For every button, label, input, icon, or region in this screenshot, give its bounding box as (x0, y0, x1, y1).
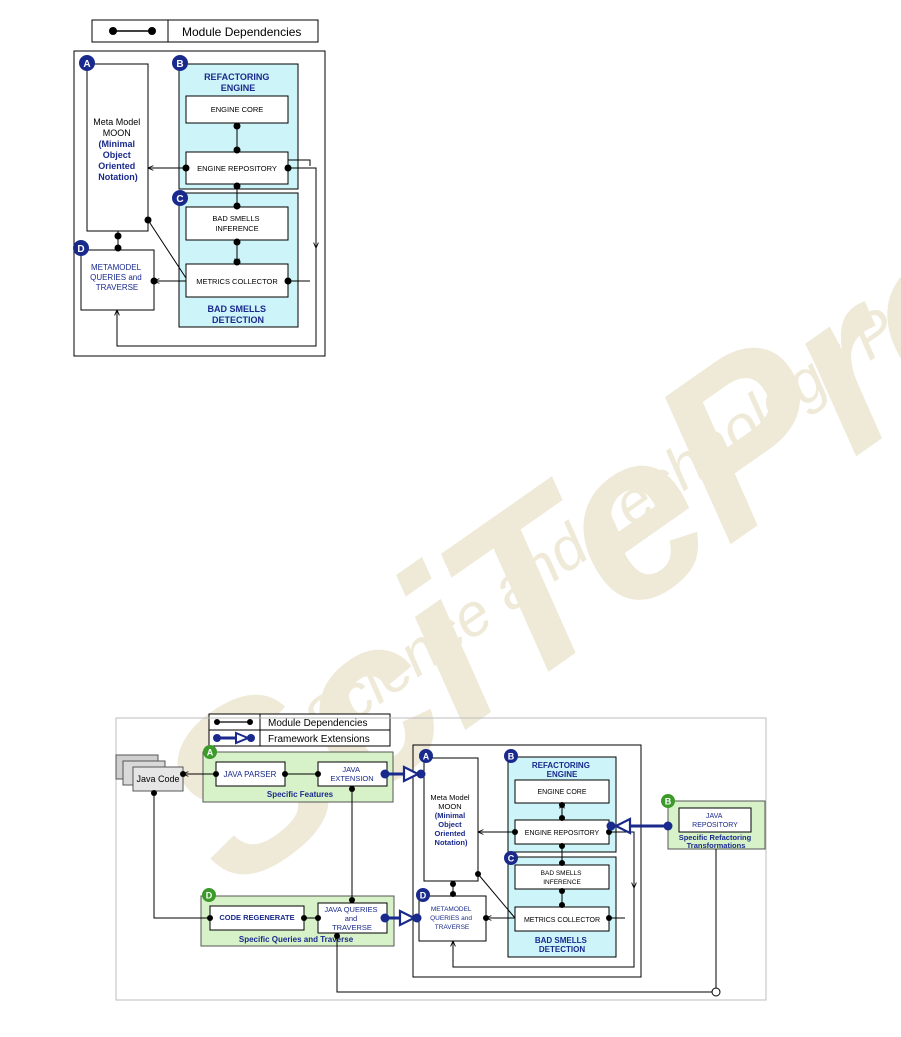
badge-a-top: A (79, 55, 95, 71)
badge-b-top: B (172, 55, 188, 71)
java-code-stack: Java Code (115, 754, 184, 792)
bad-smells-inference-label-bottom: BAD SMELLS INFERENCE (541, 870, 584, 886)
metrics-collector-label-top: METRICS COLLECTOR (196, 277, 278, 286)
meta-model-label-top: Meta Model MOON (Minimal Object Oriented… (93, 117, 143, 182)
metamodel-queries-box-bottom (418, 895, 487, 942)
framework-extensions-bottom (380, 765, 673, 927)
bad-smells-detection-title-bottom: BAD SMELLS DETECTION (535, 936, 589, 954)
java-code-label: Java Code (136, 774, 179, 784)
metrics-collector-label-bottom: METRICS COLLECTOR (524, 917, 600, 924)
svg-text:B: B (508, 752, 515, 762)
java-parser-label: JAVA PARSER (224, 770, 277, 779)
svg-text:D: D (77, 244, 84, 255)
engine-repository-label-bottom: ENGINE REPOSITORY (525, 830, 600, 837)
badge-b-green: B (661, 794, 675, 808)
java-queries-label: JAVA QUERIES and TRAVERSE (324, 905, 379, 932)
meta-model-label-bottom: Meta Model MOON (Minimal Object Oriented… (430, 793, 471, 847)
svg-text:D: D (206, 891, 213, 901)
dots-bottom (151, 771, 612, 939)
bad-smells-detection-title-top: BAD SMELLS DETECTION (207, 304, 268, 325)
code-regenerate-label: CODE REGENERATE (219, 913, 294, 922)
meta-model-box-top (86, 63, 149, 232)
legend-bottom: Module Dependencies Framework Extensions (208, 713, 391, 747)
badge-d-green: D (202, 888, 216, 902)
frame-bottom-outer (115, 717, 767, 1001)
badge-c-bottom: C (504, 851, 518, 865)
legend-framework-ext-label: Framework Extensions (268, 734, 370, 745)
svg-text:C: C (508, 854, 515, 864)
refactoring-engine-title-top: REFACTORING ENGINE (204, 72, 272, 93)
engine-core-box-top (185, 95, 289, 124)
code-regenerate-box (209, 905, 305, 931)
bad-smells-inference-label-top: BAD SMELLS INFERENCE (212, 214, 261, 233)
metamodel-queries-label-bottom: METAMODEL QUERIES and TRAVERSE (430, 906, 474, 931)
java-extension-label: JAVA EXTENSION (330, 765, 373, 783)
open-joint (711, 987, 721, 997)
badge-b-bottom: B (504, 749, 518, 763)
specific-queries-title: Specific Queries and Traverse (239, 935, 354, 944)
engine-core-label-top: ENGINE CORE (211, 105, 264, 114)
svg-text:A: A (423, 752, 430, 762)
engine-core-label-bottom: ENGINE CORE (537, 789, 586, 796)
engine-repository-label-top: ENGINE REPOSITORY (197, 164, 277, 173)
specific-features-title: Specific Features (267, 790, 334, 799)
bad-smells-inference-box-top (185, 206, 289, 241)
svg-text:B: B (176, 59, 183, 70)
badge-d-bottom: D (416, 888, 430, 902)
legend-module-deps-label: Module Dependencies (182, 25, 301, 39)
badge-d-top: D (73, 240, 89, 256)
dots-top (114, 122, 292, 285)
svg-text:A: A (83, 59, 90, 70)
core-frame-bottom (412, 744, 642, 978)
meta-model-box-bottom (423, 757, 479, 882)
svg-text:A: A (207, 748, 214, 758)
java-extension-box (317, 761, 388, 787)
legend-top: Module Dependencies (91, 19, 319, 43)
specific-refactoring-title: Specific Refactoring Transformations (679, 833, 754, 850)
badge-a-bottom: A (419, 749, 433, 763)
badge-a-green: A (203, 745, 217, 759)
legend-module-deps-label-bottom: Module Dependencies (268, 718, 368, 729)
metamodel-queries-label-top: METAMODEL QUERIES and TRAVERSE (90, 263, 144, 292)
refactoring-engine-title-bottom: REFACTORING ENGINE (532, 761, 592, 779)
java-repository-box (678, 807, 752, 833)
svg-text:D: D (420, 891, 427, 901)
bad-smells-inference-box-bottom (514, 864, 610, 890)
svg-text:B: B (665, 797, 672, 807)
frame-top (73, 50, 326, 357)
svg-text:C: C (176, 194, 183, 205)
badge-c-top: C (172, 190, 188, 206)
java-repository-label: JAVA REPOSITORY (692, 813, 738, 829)
